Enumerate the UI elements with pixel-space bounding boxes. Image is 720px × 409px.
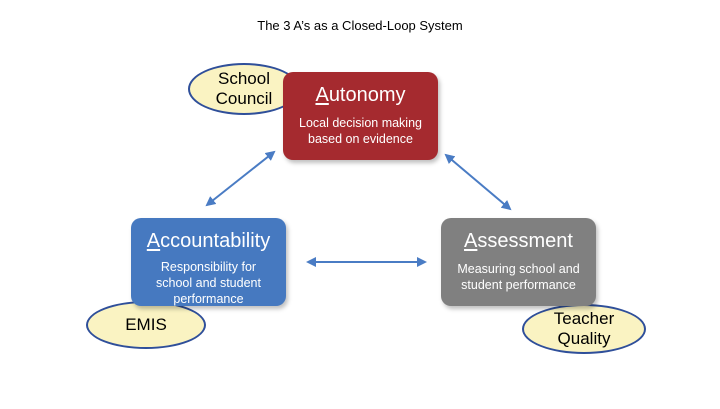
assessment-description: Measuring school and student performance [457,262,580,292]
teacher-quality-line-1: Teacher [553,309,615,328]
arrow-accountability-autonomy [205,150,276,207]
arrow-autonomy-assessment [444,153,512,211]
teacher-quality-oval: Teacher Quality [522,304,646,354]
teacher-quality-line-2: Quality [557,329,611,348]
school-council-line-1: School [218,69,270,88]
accountability-heading: Accountability [146,230,271,252]
emis-label: EMIS [125,315,167,334]
autonomy-box: Autonomy Local decision making based on … [283,72,438,160]
assessment-heading: Assessment [464,230,573,252]
accountability-description: Responsibility for school and student pe… [156,260,261,306]
accountability-box: Accountability Responsibility for school… [131,218,286,306]
school-council-oval: School Council [188,63,300,115]
autonomy-heading: Autonomy [315,84,406,106]
autonomy-description: Local decision making based on evidence [299,116,422,146]
assessment-box: Assessment Measuring school and student … [441,218,596,306]
school-council-line-2: Council [215,89,273,108]
diagram-title: The 3 A’s as a Closed-Loop System [257,18,463,33]
emis-oval: EMIS [86,301,206,349]
